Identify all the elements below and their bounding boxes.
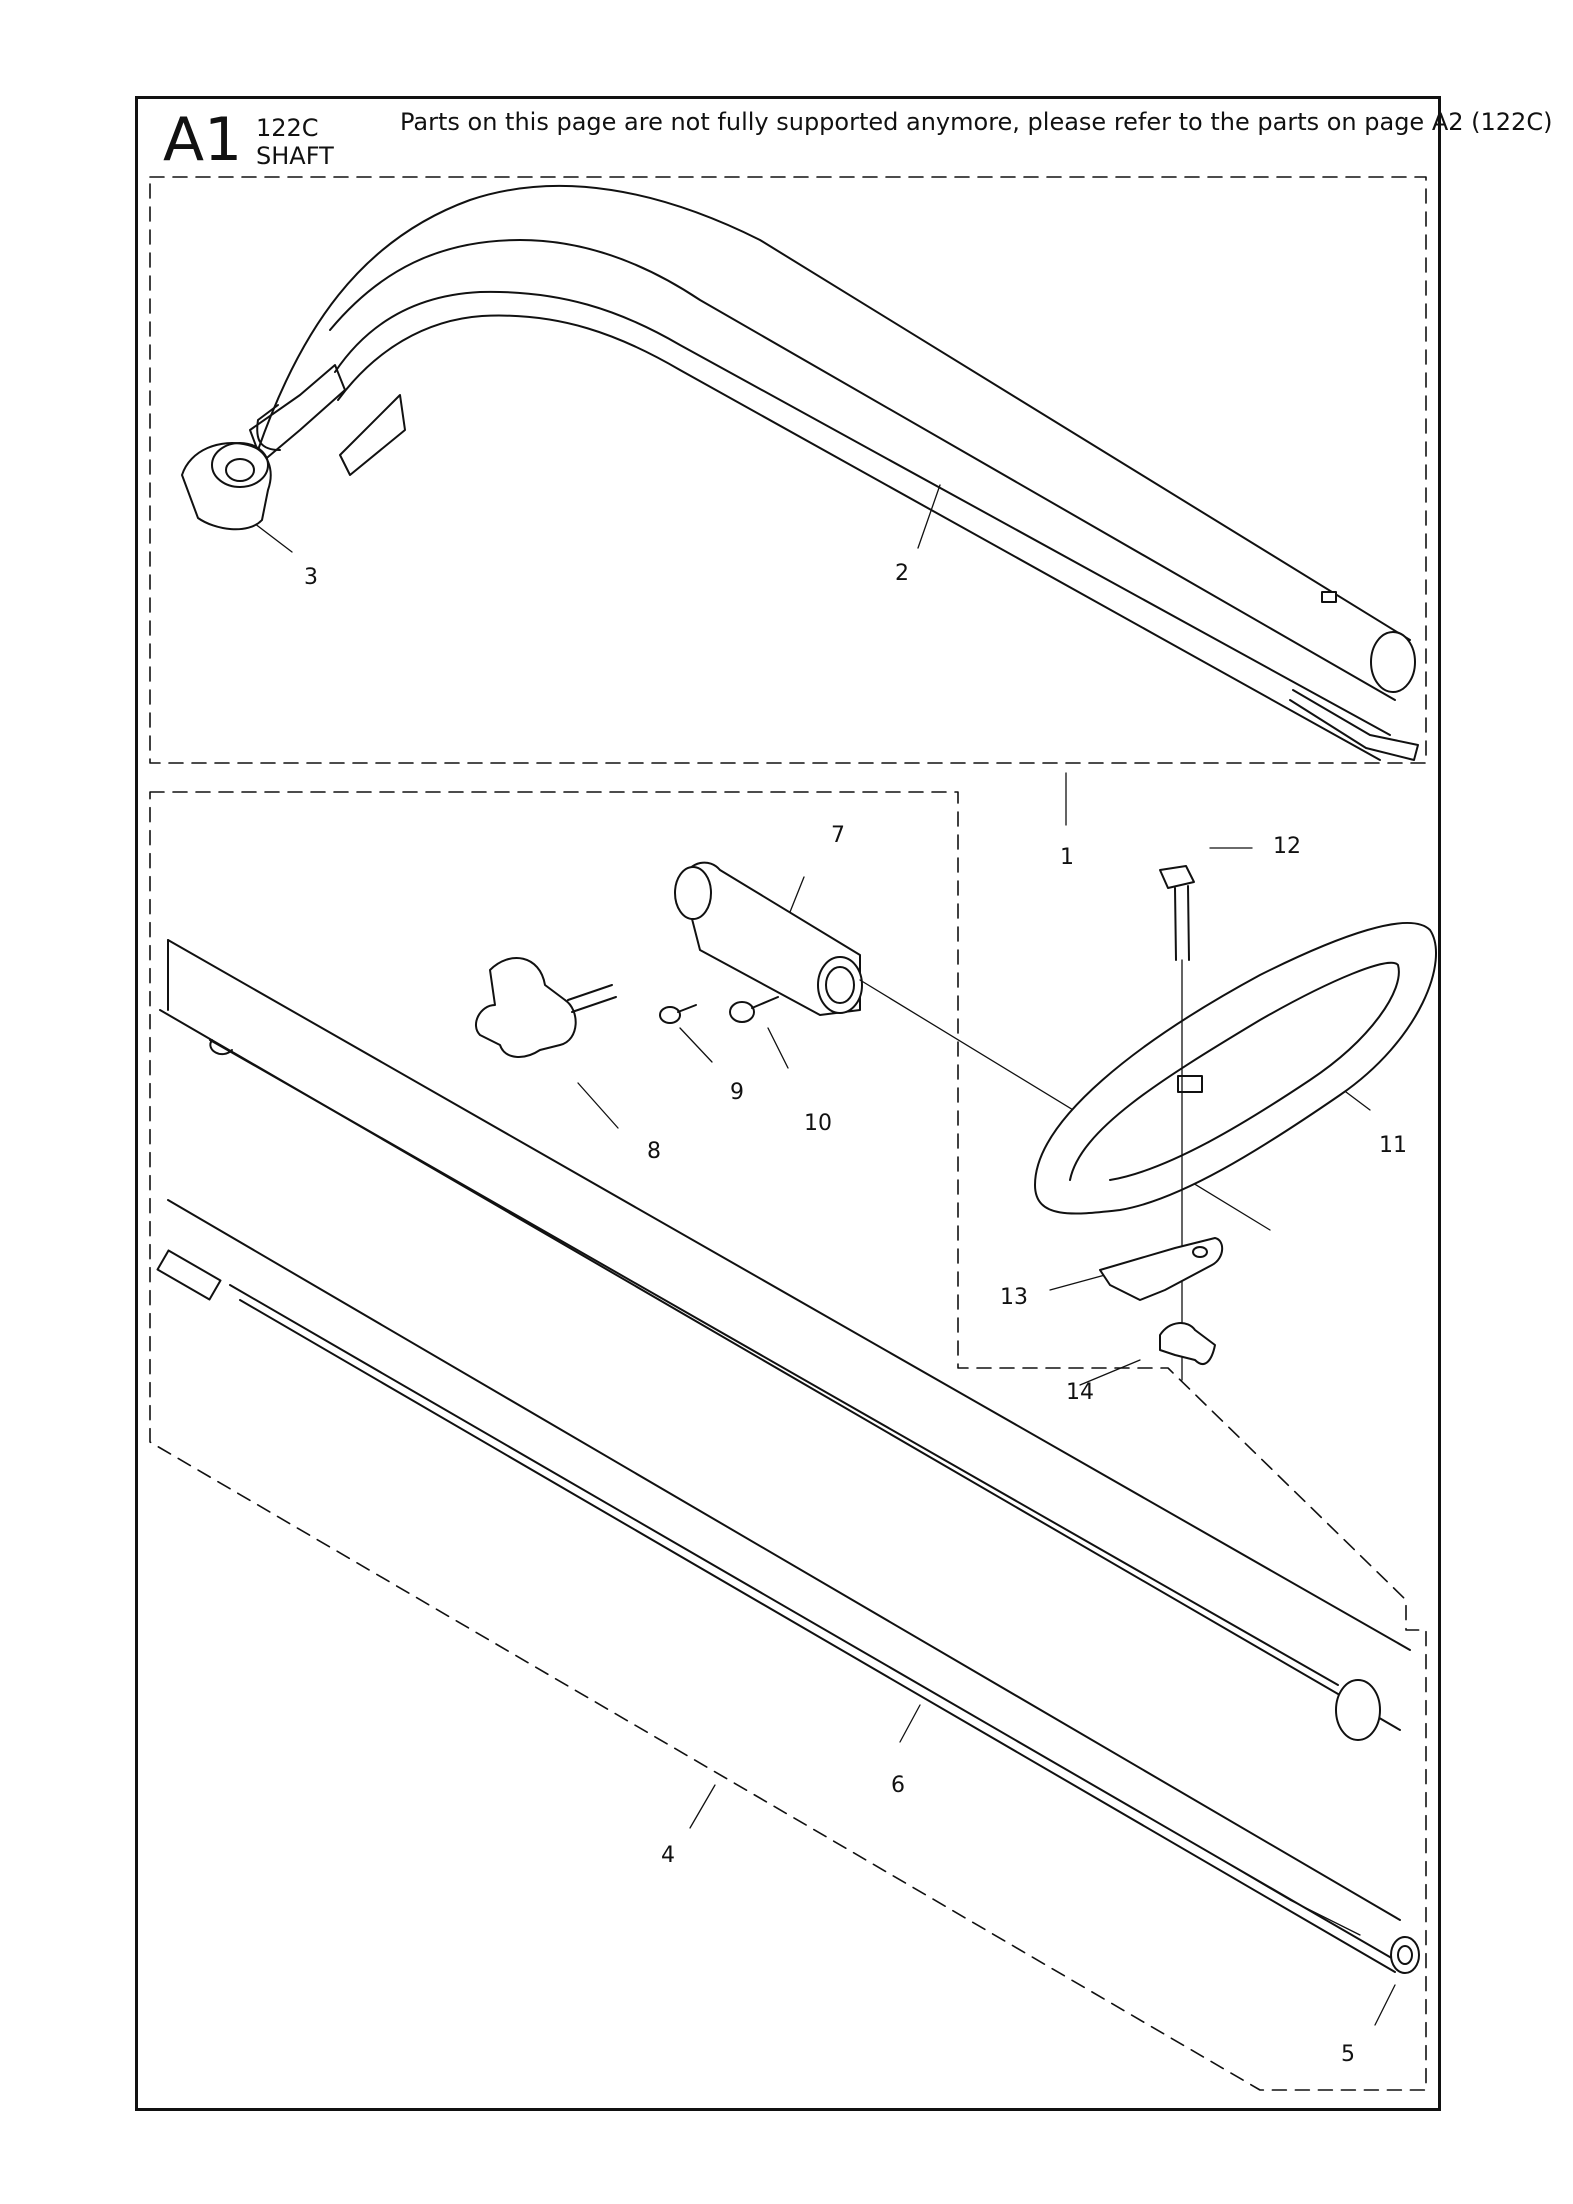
part-8-knob [475, 957, 617, 1058]
part-7-clamp [674, 861, 1271, 1231]
callout-3: 3 [304, 565, 318, 590]
callout-5: 5 [1341, 2042, 1355, 2067]
callout-8: 8 [647, 1139, 661, 1164]
part-6-drive-shaft [156, 1199, 1401, 1973]
callout-12: 12 [1273, 834, 1301, 859]
callout-14: 14 [1066, 1380, 1094, 1405]
part-14-wing-nut [1159, 1322, 1216, 1365]
page-frame [135, 96, 1441, 2111]
callout-9: 9 [730, 1080, 744, 1105]
callout-7: 7 [831, 823, 845, 848]
leader-lines [249, 484, 1396, 2026]
support-notice: Parts on this page are not fully support… [400, 108, 1553, 136]
upper-group-box [149, 176, 1427, 764]
callout-13: 13 [1000, 1285, 1028, 1310]
callout-1: 1 [1060, 845, 1074, 870]
part-5-washer [1390, 1936, 1420, 1974]
section-code: A1 [163, 105, 243, 175]
part-11-loop-handle [1034, 922, 1437, 1215]
part-9-screw [659, 1004, 697, 1024]
callout-11: 11 [1379, 1133, 1407, 1158]
group-label: SHAFT [256, 142, 334, 170]
callout-4: 4 [661, 1843, 675, 1868]
callout-6: 6 [891, 1773, 905, 1798]
callout-2: 2 [895, 561, 909, 586]
part-2-bent-shaft [249, 184, 1419, 761]
part-13-bracket [1099, 1237, 1224, 1301]
lower-group-box [149, 791, 1427, 2091]
part-3-nut [181, 442, 272, 531]
part-4-straight-tube [159, 939, 1411, 1741]
model-label: 122C [256, 114, 319, 142]
callout-10: 10 [804, 1111, 832, 1136]
part-10-screw [729, 996, 779, 1023]
part-12-bolt [1159, 865, 1195, 1381]
